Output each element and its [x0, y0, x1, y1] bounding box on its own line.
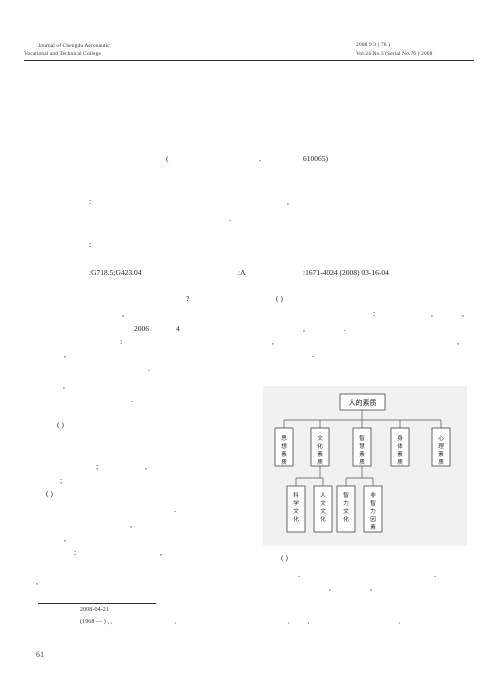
- right-mark: ,: [303, 324, 305, 333]
- right-mark: ,: [462, 309, 464, 318]
- section2-mark: ;: [96, 462, 99, 471]
- right-mark: .: [312, 350, 314, 359]
- level2-node-label-char: 人: [320, 492, 326, 499]
- level2-node-label-char: 化: [320, 515, 326, 523]
- level1-node-label-char: 身: [397, 434, 403, 442]
- level2-node-label-char: 文: [320, 499, 326, 507]
- level1-node-label-char: 质: [359, 458, 365, 466]
- document-code: :A: [238, 268, 246, 277]
- right-bottom-mark: ,: [329, 583, 331, 592]
- section2-heading: ( ): [57, 420, 64, 429]
- right-mark: :: [373, 309, 376, 318]
- journal-name-line2: Vocational and Technical College: [24, 51, 101, 57]
- left-mark: .: [131, 395, 133, 404]
- received-date: 2008-04-21: [80, 607, 109, 613]
- level2-node-label-char: 素: [370, 523, 376, 531]
- level1-node-label-char: 素: [317, 450, 323, 458]
- footnote-rule: [38, 603, 156, 604]
- level2-node-label-char: 文: [320, 507, 326, 515]
- level1-node-label-char: 素: [359, 450, 365, 458]
- footnote-mark: ,: [175, 619, 177, 625]
- affiliation-postcode: 610065): [303, 154, 328, 163]
- level2-node-label-char: 文: [343, 507, 349, 515]
- issue-info-cn: 2008 9 3 ( 76 ): [356, 42, 391, 48]
- section1-heading: ( ): [276, 294, 283, 303]
- abstract-colon: :: [89, 197, 92, 206]
- section1-question: ?: [186, 294, 190, 303]
- left-mark: ,: [64, 350, 66, 359]
- year-2006: 2006: [134, 324, 149, 333]
- level2-node-label-char: 非: [370, 491, 376, 499]
- level1-node-label-char: 化: [317, 442, 323, 450]
- page-number: 61: [36, 650, 44, 659]
- abstract-comma: ,: [287, 197, 289, 206]
- keywords-colon: :: [89, 240, 92, 249]
- section2-mark: ,: [36, 577, 38, 586]
- level1-node-label-char: 思: [281, 435, 287, 442]
- section2-mark: ,: [145, 462, 147, 471]
- footnote-mark: ,: [308, 619, 310, 625]
- clc-number: :G718.5;G423.04: [89, 268, 142, 277]
- level2-node-label-char: 力: [370, 507, 376, 515]
- right-bottom-mark: .: [434, 570, 436, 579]
- right-mark: ,: [431, 309, 433, 318]
- article-id: :1671-4024 (2008) 03-16-04: [303, 268, 389, 277]
- level1-node-label-char: 质: [317, 458, 323, 466]
- issue-info-en: Vol.24 No.3 (Serial No.76 ) 2008: [356, 51, 433, 57]
- header-rule: [24, 60, 474, 61]
- level2-node-label-char: 科: [293, 491, 299, 499]
- right-bottom-mark: .: [298, 570, 300, 579]
- left-mark: .: [148, 364, 150, 373]
- level2-node-label-char: 化: [293, 515, 299, 523]
- journal-name-line1: Journal of Chengdu Aeronautic: [38, 43, 110, 49]
- right-bottom-mark: ,: [370, 583, 372, 592]
- footnote-mark: ,: [399, 619, 401, 625]
- right-mark: .: [344, 324, 346, 333]
- section2-mark: .: [174, 505, 176, 514]
- level1-node-label-char: 智: [359, 434, 365, 442]
- level1-node-label-char: 素: [397, 450, 403, 458]
- level2-node-label-char: 文: [293, 507, 299, 515]
- left-mark: ,: [63, 381, 65, 390]
- section2-subheading: ( ): [46, 489, 53, 498]
- affiliation-paren: (: [166, 154, 169, 163]
- right-mark: ,: [272, 337, 274, 346]
- level1-node-label-char: 理: [438, 443, 444, 450]
- level2-node-label-char: 学: [293, 499, 299, 507]
- section2-mark: ,: [64, 534, 66, 543]
- root-node-label: 人的素质: [349, 398, 377, 407]
- right-section-heading: ( ): [281, 553, 288, 562]
- author-info: (1968 — ) , ,: [80, 619, 113, 625]
- level1-node-label-char: 素: [438, 450, 444, 458]
- section2-mark: ,: [160, 548, 162, 557]
- level1-node-label-char: 慧: [359, 442, 365, 450]
- abstract-period: .: [229, 214, 231, 223]
- level2-node-label-char: 力: [343, 499, 349, 507]
- month-4: 4: [176, 324, 180, 333]
- section2-mark: :: [74, 548, 77, 557]
- level2-node-label-char: 化: [343, 515, 349, 523]
- level1-node-label-char: 心: [438, 435, 444, 442]
- left-mark: ,: [122, 309, 124, 318]
- level1-node-label-char: 质: [397, 458, 403, 466]
- level2-node-label-char: 智: [343, 491, 349, 499]
- level2-node-label-char: 因: [370, 516, 376, 523]
- level1-node-label-char: 想: [281, 442, 287, 450]
- level1-node-label-char: 素: [281, 450, 287, 458]
- level1-node-label-char: 质: [438, 458, 444, 466]
- level1-node-label-char: 文: [317, 434, 323, 442]
- level1-node-label-char: 质: [281, 458, 287, 466]
- footnote-mark: ,: [288, 619, 290, 625]
- left-mark: :: [120, 337, 123, 346]
- section2-mark: ,: [130, 520, 132, 529]
- level1-node-label-char: 体: [397, 442, 403, 450]
- affiliation-comma: ,: [259, 154, 261, 163]
- right-mark: ,: [457, 337, 459, 346]
- section2-mark: ;: [60, 476, 63, 485]
- level2-node-label-char: 智: [370, 499, 376, 507]
